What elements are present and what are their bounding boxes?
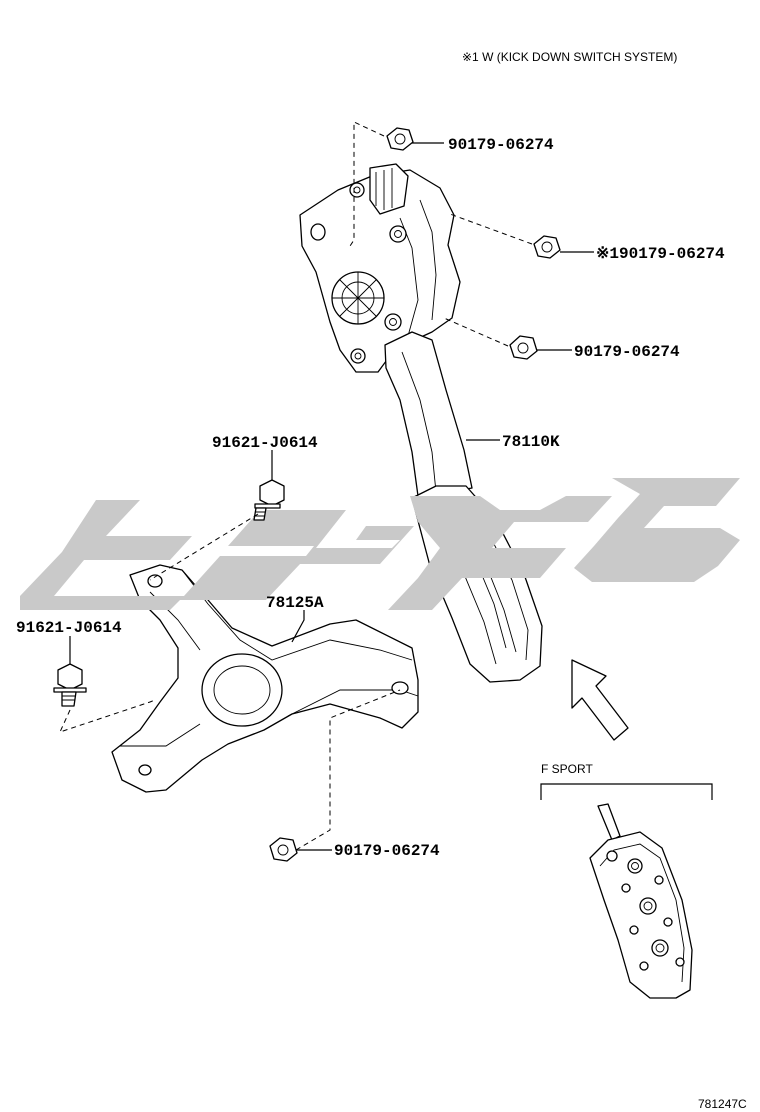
label-nut-mid: 90179-06274 [574,343,680,361]
f-sport-inset: F SPORT [540,762,713,999]
header-note: ※1 W (KICK DOWN SWITCH SYSTEM) [462,50,677,64]
label-bracket: 78125A [266,594,324,612]
inset-title: F SPORT [541,762,593,776]
label-pedal-assembly: 78110K [502,433,560,451]
nut-bottom [269,837,298,862]
bolt-upper [253,479,285,521]
accelerator-pedal-assembly [299,163,543,683]
label-nut-top: 90179-06274 [448,136,554,154]
nut-top [386,127,414,151]
pedal-bracket [111,564,419,793]
label-bolt-upper: 91621-J0614 [212,434,318,452]
nut-mid [509,335,538,360]
label-nut-right-kickdown: ※190179-06274 [596,245,725,263]
label-nut-bottom: 90179-06274 [334,842,440,860]
nut-right-kickdown [533,235,561,259]
label-bolt-left: 91621-J0614 [16,619,122,637]
bolt-left [53,663,87,707]
watermark-logo [20,478,740,610]
arrow-up-left-icon [571,659,629,741]
footer-code: 781247C [698,1097,747,1111]
